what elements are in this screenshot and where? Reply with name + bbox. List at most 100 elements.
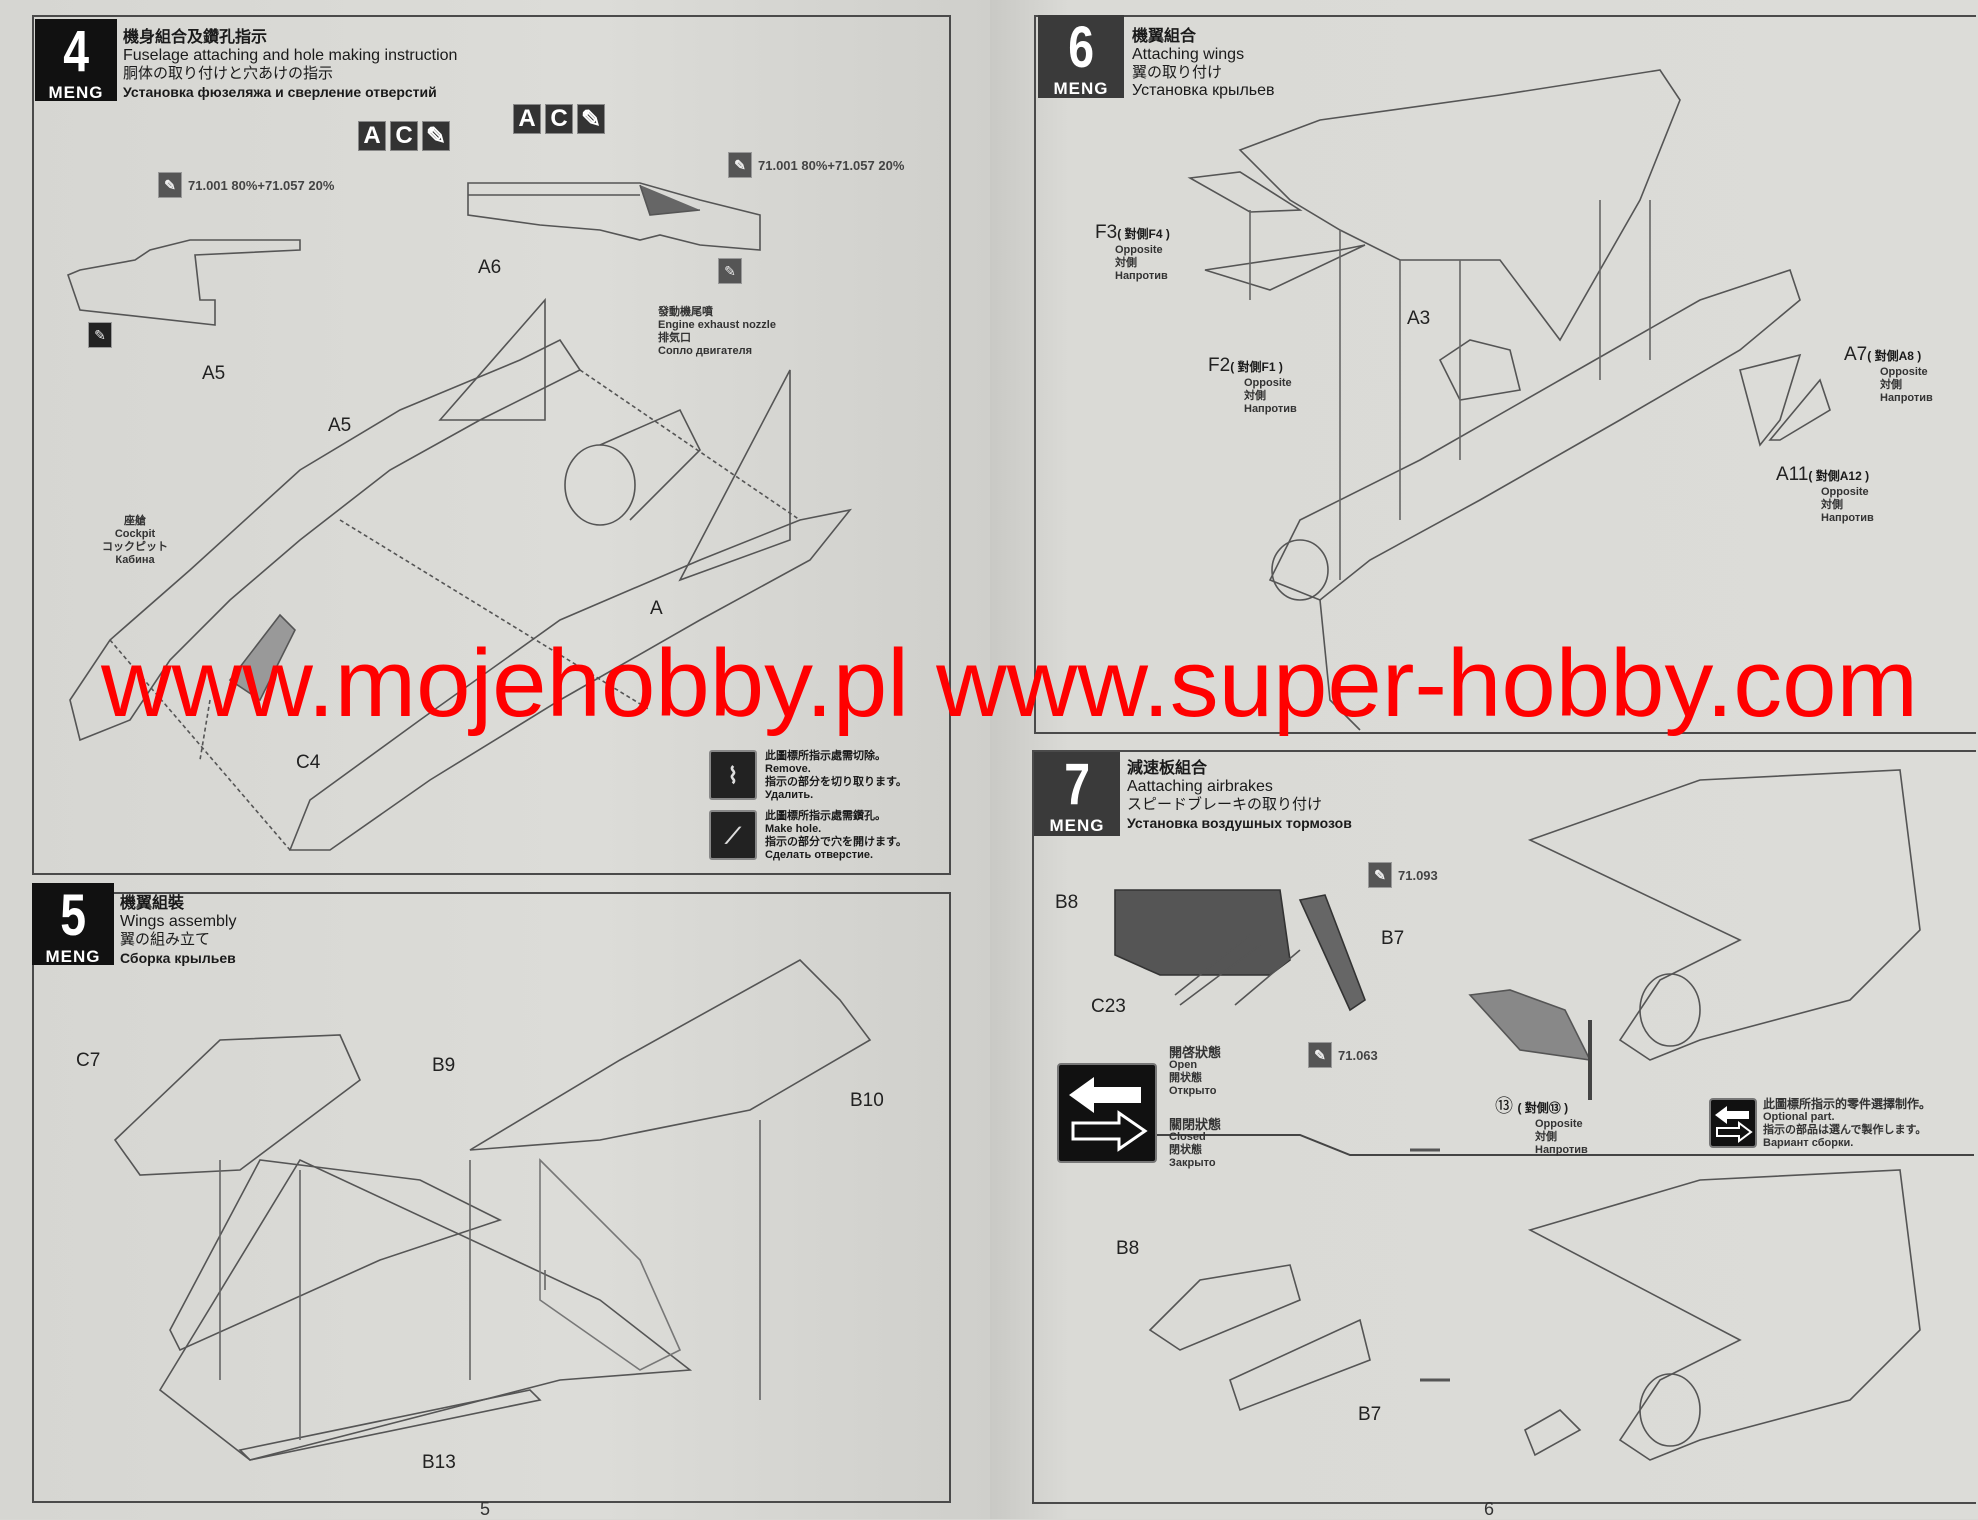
part-b9 xyxy=(169,1159,503,1352)
label-ru: Напротив xyxy=(1115,270,1168,282)
label-en: Opposite xyxy=(1115,244,1163,256)
part-a7-a11 xyxy=(1739,353,1831,447)
label-ru: Закрыто xyxy=(1169,1157,1216,1169)
label-zh: 座艙 xyxy=(124,515,146,527)
arrows-icon xyxy=(1069,1077,1148,1152)
page-number-right: 6 xyxy=(1484,1499,1495,1519)
label-ja: 指示の部分で穴を開けます。 xyxy=(765,836,907,848)
step-number: 7 xyxy=(1064,752,1090,817)
label-ja: 対側 xyxy=(1244,390,1266,402)
paintbrush-icon: ✎ xyxy=(1308,1042,1332,1068)
title-en: Attaching wings xyxy=(1132,46,1245,63)
title-ru: Установка фюзеляжа и сверление отверстий xyxy=(123,84,437,100)
label-b7: B7 xyxy=(1381,928,1405,949)
opposite-part: ( 對側F4 ) xyxy=(1117,227,1170,241)
hole-icon: ✎ xyxy=(718,258,742,284)
label-ja: 閉状態 xyxy=(1169,1144,1202,1156)
title-zh: 機翼組合 xyxy=(1132,28,1197,45)
label-en: Optional part. xyxy=(1763,1111,1835,1123)
part-id: ⑬ xyxy=(1495,1096,1513,1116)
paintbrush-icon: ✎ xyxy=(158,172,182,198)
hole-icon: ✎ xyxy=(88,322,112,348)
label-ru: Вариант сборки. xyxy=(1763,1137,1854,1149)
label-a: A xyxy=(650,598,663,619)
paint-code: 71.001 80%+71.057 20% xyxy=(188,177,335,193)
paint-code: 71.063 xyxy=(1338,1047,1378,1063)
paint-code: 71.001 80%+71.057 20% xyxy=(758,157,905,173)
label-en: Opposite xyxy=(1244,377,1292,389)
label-b8: B8 xyxy=(1055,892,1079,913)
fuselage-step6 xyxy=(1268,268,1801,601)
title-zh: 機翼組裝 xyxy=(120,895,185,912)
part-b7 xyxy=(1298,894,1366,1012)
opposite-part: ( 對側F1 ) xyxy=(1230,360,1283,374)
step7-title: 減速板組合 Aattaching airbrakes スピードブレーキの取り付け… xyxy=(1127,760,1352,832)
part-id: F3 xyxy=(1095,222,1118,243)
step7-badge: 7 MENG xyxy=(1034,752,1120,836)
fin-left xyxy=(438,297,546,421)
drill-icon: ⟋ xyxy=(709,810,757,860)
step6-title: 機翼組合 Attaching wings 翼の取り付け Установка кр… xyxy=(1132,28,1275,100)
meng-logo: MENG xyxy=(48,83,104,102)
label-a5: A5 xyxy=(202,363,226,384)
meng-logo: MENG xyxy=(45,947,101,966)
part-b7-low xyxy=(1229,1318,1371,1412)
watermark-text: www.mojehobby.pl www.super-hobby.com xyxy=(100,630,1918,737)
right-page xyxy=(990,0,1978,1519)
part-id: A11 xyxy=(1776,464,1809,485)
part-id: A7 xyxy=(1844,344,1868,365)
title-ja: 翼の取り付け xyxy=(1132,64,1223,81)
opposite-part: ( 對側A8 ) xyxy=(1867,349,1922,363)
label-ru: Напротив xyxy=(1244,403,1297,415)
step6-frame xyxy=(1034,15,1976,734)
saw-icon: ⌇ xyxy=(709,750,757,800)
paint-callout: ✎ 71.001 80%+71.057 20% xyxy=(728,152,904,178)
meng-logo: MENG xyxy=(1053,79,1109,98)
label-b10: B10 xyxy=(850,1090,884,1111)
label-en: Engine exhaust nozzle xyxy=(658,319,776,331)
label-zh: 開啓狀態 xyxy=(1169,1045,1222,1060)
title-ru: Установка воздушных тормозов xyxy=(1127,815,1352,831)
part-id: F2 xyxy=(1208,355,1231,376)
label-ja: 対側 xyxy=(1880,379,1902,391)
aircraft-rear-low xyxy=(1527,1169,1921,1461)
label-zh: 此圖標所指示的零件選擇制作。 xyxy=(1763,1097,1932,1111)
title-ru: Сборка крыльев xyxy=(120,950,236,966)
label-b13: B13 xyxy=(422,1452,456,1473)
paintbrush-icon: ✎ xyxy=(1368,862,1392,888)
legend-make-hole: ⟋ 此圖標所指示處需鑽孔。Make hole.指示の部分で穴を開けます。Сдел… xyxy=(709,810,907,862)
step5-frame xyxy=(32,892,951,1503)
title-ja: スピードブレーキの取り付け xyxy=(1127,796,1323,813)
label-ja: 排気口 xyxy=(658,332,691,344)
part-f2 xyxy=(1204,244,1366,291)
brush-icon: ✎ xyxy=(422,121,450,151)
label-c7: C7 xyxy=(76,1050,101,1071)
label-ja: 対側 xyxy=(1115,257,1137,269)
part-a3 xyxy=(1438,339,1521,401)
label-ru: Сопло двигателя xyxy=(658,345,753,357)
label-en: Make hole. xyxy=(765,823,822,835)
label-en: Opposite xyxy=(1535,1118,1583,1130)
step5-badge: 5 MENG xyxy=(32,883,114,966)
label-ja: 開状態 xyxy=(1169,1072,1202,1084)
label-a5: A5 xyxy=(328,415,352,436)
label-ru: Напротив xyxy=(1821,512,1874,524)
title-ja: 胴体の取り付けと穴あけの指示 xyxy=(123,65,334,82)
label-b8-closed: B8 xyxy=(1116,1238,1140,1259)
label-ru: Напротив xyxy=(1535,1144,1588,1156)
fuselage-full xyxy=(288,508,852,851)
legend-remove: ⌇ 此圖標所指示處需切除。Remove.指示の部分を切り取ります。Удалить… xyxy=(709,750,907,802)
label-ja: 指示の部分を切り取ります。 xyxy=(765,776,907,788)
fin-right xyxy=(678,369,791,582)
paintbrush-icon: ✎ xyxy=(728,152,752,178)
label-ru: Напротив xyxy=(1880,392,1933,404)
part-b8-low xyxy=(1148,1264,1301,1351)
part-b13 xyxy=(238,1389,542,1461)
